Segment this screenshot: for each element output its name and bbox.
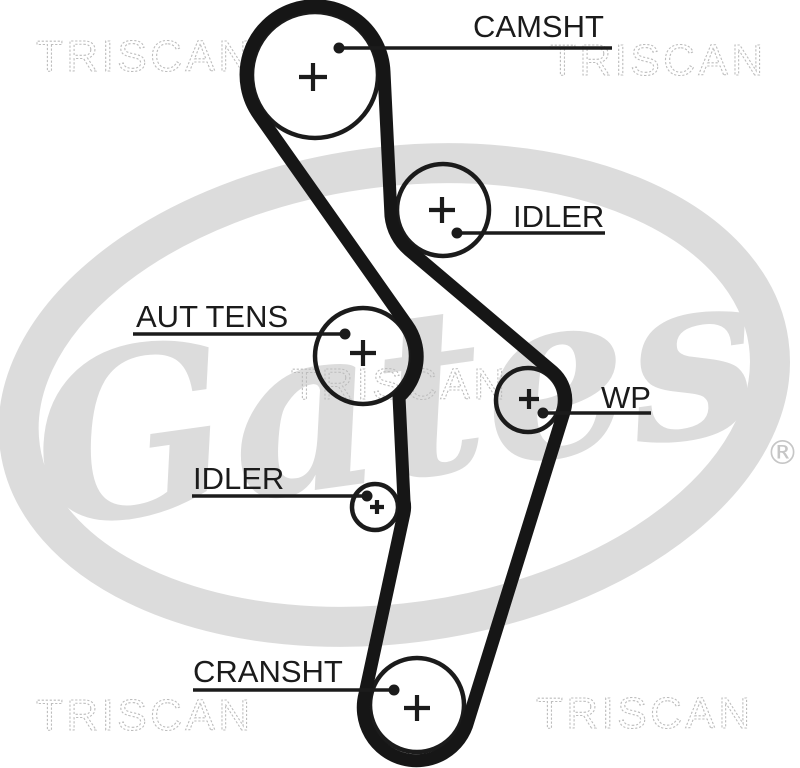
idler-lower-pulley xyxy=(349,481,401,533)
label-crankshaft: CRANSHT xyxy=(193,654,343,689)
label-tensioner: AUT TENS xyxy=(136,299,288,334)
idler-upper-center-cross xyxy=(429,197,455,223)
crankshaft-pulley xyxy=(367,655,467,755)
camshaft-center-cross xyxy=(299,63,327,91)
watermark-triscan-top-left: TRISCAN xyxy=(36,32,254,81)
water-pump-leader-dot xyxy=(537,407,549,419)
tensioner-center-cross xyxy=(350,340,376,366)
water-pump-center-cross xyxy=(519,389,539,409)
label-camshaft: CAMSHT xyxy=(473,9,604,44)
gates-logo-ellipse xyxy=(0,143,790,647)
idler-lower-center-cross xyxy=(370,500,384,514)
crankshaft-leader-dot xyxy=(388,684,400,696)
label-idler-upper: IDLER xyxy=(513,199,604,234)
label-idler-lower: IDLER xyxy=(193,461,284,496)
timing-belt-path xyxy=(239,0,573,768)
tensioner-leader-dot xyxy=(339,328,351,340)
watermark-triscan-bottom-right: TRISCAN xyxy=(536,689,754,738)
label-water-pump: WP xyxy=(601,380,651,415)
watermark-triscan-top-right: TRISCAN xyxy=(549,36,767,85)
idler-upper-leader-dot xyxy=(451,227,463,239)
crankshaft-center-cross xyxy=(404,695,430,721)
watermark-triscan-bottom-left: TRISCAN xyxy=(36,691,254,740)
camshaft-leader-dot xyxy=(333,42,345,54)
registered-trademark-icon: ® xyxy=(766,433,799,472)
idler-lower-leader-dot xyxy=(361,490,373,502)
